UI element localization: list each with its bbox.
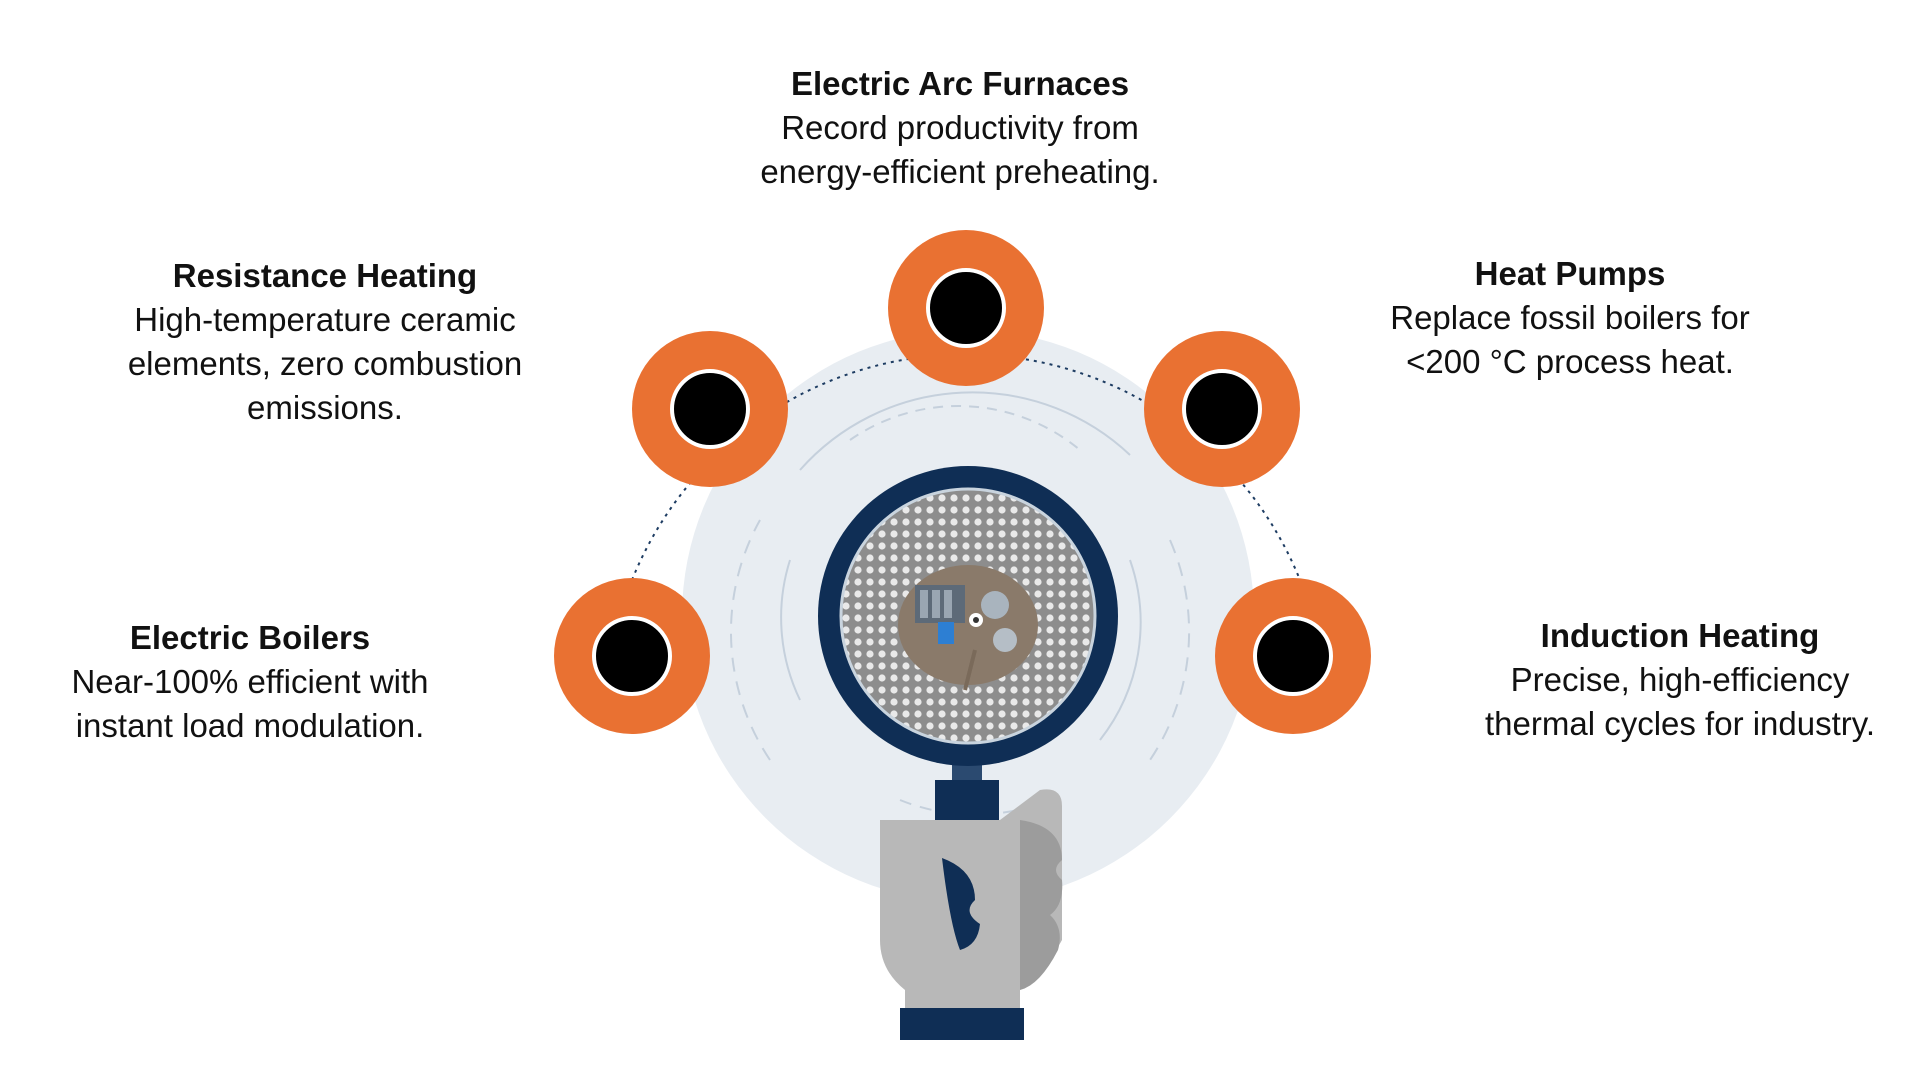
tech-description: Replace fossil boilers for <200 °C proce… bbox=[1300, 296, 1840, 384]
label-heat-pumps: Heat Pumps Replace fossil boilers for <2… bbox=[1300, 252, 1840, 384]
hand-icon bbox=[880, 789, 1063, 1040]
black-dot-icon bbox=[1182, 369, 1262, 449]
node-electric-arc-furnaces bbox=[888, 230, 1044, 386]
desc-line: Replace fossil boilers for bbox=[1390, 299, 1750, 336]
black-dot-icon bbox=[1253, 616, 1333, 696]
desc-line: instant load modulation. bbox=[75, 707, 425, 744]
label-induction-heating: Induction Heating Precise, high-efficien… bbox=[1440, 614, 1920, 746]
tech-description: High-temperature ceramic elements, zero … bbox=[50, 298, 600, 430]
desc-line: emissions. bbox=[247, 389, 403, 426]
label-electric-boilers: Electric Boilers Near-100% efficient wit… bbox=[20, 616, 480, 748]
magnifying-glass-icon bbox=[818, 466, 1118, 1040]
tech-description: Precise, high-efficiency thermal cycles … bbox=[1440, 658, 1920, 746]
desc-line: energy-efficient preheating. bbox=[760, 153, 1160, 190]
label-electric-arc-furnaces: Electric Arc Furnaces Record productivit… bbox=[640, 62, 1280, 194]
tech-description: Near-100% efficient with instant load mo… bbox=[20, 660, 480, 748]
desc-line: elements, zero combustion bbox=[127, 345, 523, 382]
aerial-solar-field-icon bbox=[898, 565, 1038, 691]
black-dot-icon bbox=[926, 268, 1006, 348]
tech-description: Record productivity from energy-efficien… bbox=[640, 106, 1280, 194]
tech-title: Electric Arc Furnaces bbox=[790, 65, 1130, 102]
tech-title: Heat Pumps bbox=[1474, 255, 1666, 292]
desc-line: <200 °C process heat. bbox=[1406, 343, 1734, 380]
black-dot-icon bbox=[592, 616, 672, 696]
label-resistance-heating: Resistance Heating High-temperature cera… bbox=[50, 254, 600, 430]
node-resistance-heating bbox=[632, 331, 788, 487]
node-heat-pumps bbox=[1144, 331, 1300, 487]
tech-title: Resistance Heating bbox=[172, 257, 478, 294]
tech-title: Induction Heating bbox=[1540, 617, 1820, 654]
desc-line: High-temperature ceramic bbox=[134, 301, 516, 338]
desc-line: thermal cycles for industry. bbox=[1484, 705, 1875, 742]
black-dot-icon bbox=[670, 369, 750, 449]
node-induction-heating bbox=[1215, 578, 1371, 734]
node-electric-boilers bbox=[554, 578, 710, 734]
desc-line: Record productivity from bbox=[781, 109, 1139, 146]
tech-title: Electric Boilers bbox=[129, 619, 371, 656]
desc-line: Precise, high-efficiency bbox=[1510, 661, 1850, 698]
desc-line: Near-100% efficient with bbox=[71, 663, 429, 700]
